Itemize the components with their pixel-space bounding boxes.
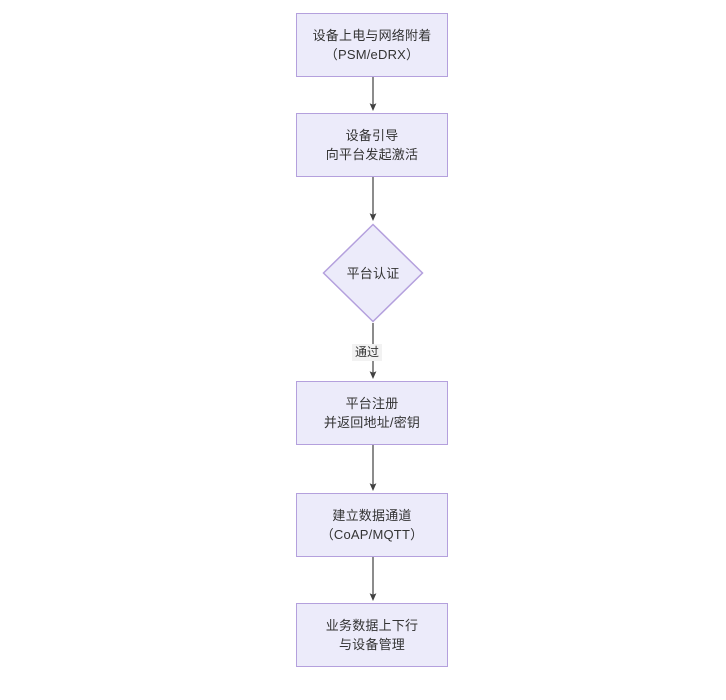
flow-node-line: 建立数据通道	[332, 508, 412, 523]
flow-node-platform-auth-decision[interactable]: 平台认证	[322, 223, 424, 323]
flow-node-line: 与设备管理	[338, 637, 405, 652]
flow-node-line: 业务数据上下行	[325, 618, 419, 633]
flow-node-platform-register[interactable]: 平台注册 并返回地址/密钥	[296, 381, 448, 445]
flow-node-line: 向平台发起激活	[325, 147, 419, 162]
flow-node-business-data-management[interactable]: 业务数据上下行 与设备管理	[296, 603, 448, 667]
flow-node-line: （PSM/eDRX）	[324, 47, 420, 62]
flow-node-line: 并返回地址/密钥	[323, 415, 421, 430]
flow-node-line: （CoAP/MQTT）	[320, 527, 424, 542]
flow-node-line: 平台注册	[345, 396, 399, 411]
flow-node-line: 设备上电与网络附着	[312, 28, 432, 43]
edge-label-pass: 通过	[352, 344, 383, 361]
flow-node-line: 设备引导	[345, 128, 399, 143]
flow-node-device-bootstrap[interactable]: 设备引导 向平台发起激活	[296, 113, 448, 177]
diamond-shape-icon	[322, 223, 424, 323]
flow-node-line: 平台认证	[346, 265, 400, 281]
flow-node-establish-data-channel[interactable]: 建立数据通道 （CoAP/MQTT）	[296, 493, 448, 557]
flow-node-device-power-on[interactable]: 设备上电与网络附着 （PSM/eDRX）	[296, 13, 448, 77]
